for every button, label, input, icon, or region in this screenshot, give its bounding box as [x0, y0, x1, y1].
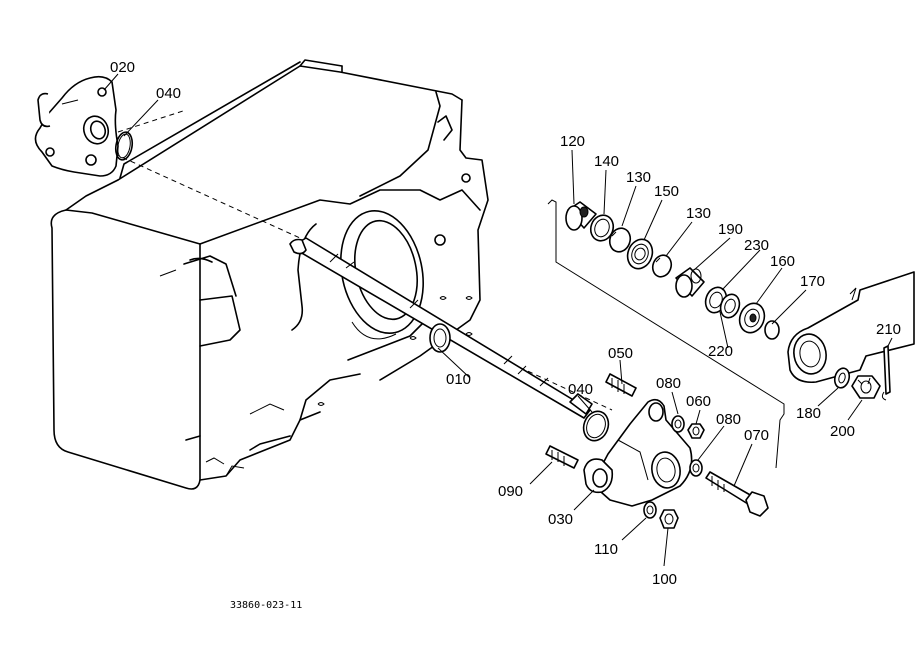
callout-100: 100	[652, 571, 677, 588]
transmission-case	[50, 59, 489, 490]
nut-100	[659, 509, 679, 529]
callout-090: 090	[498, 483, 523, 500]
right-housing	[787, 271, 915, 384]
bearing-120	[565, 201, 597, 231]
washer-110	[643, 501, 657, 519]
callout-220: 220	[708, 343, 733, 360]
callout-080-a: 080	[656, 375, 681, 392]
shaft-010	[289, 237, 593, 419]
callout-130-a: 130	[626, 169, 651, 186]
nut-060	[687, 423, 705, 439]
callout-030: 030	[548, 511, 573, 528]
cover-020	[34, 75, 119, 177]
bracket-outline	[547, 199, 785, 469]
alignment-lines	[105, 109, 613, 411]
callout-200: 200	[830, 423, 855, 440]
washer-080-lower	[689, 459, 703, 477]
callout-020: 020	[110, 59, 135, 76]
callout-040-lower: 040	[568, 381, 593, 398]
callout-160: 160	[770, 253, 795, 270]
callout-230: 230	[744, 237, 769, 254]
callout-150: 150	[654, 183, 679, 200]
callout-080-b: 080	[716, 411, 741, 428]
leader-lines	[103, 73, 893, 567]
callout-210: 210	[876, 321, 901, 338]
stud-bolt-090	[545, 445, 579, 469]
o-ring-170	[764, 320, 780, 340]
cotter-pin-210	[881, 345, 891, 401]
callout-140: 140	[594, 153, 619, 170]
bolt-070	[705, 471, 769, 517]
callout-190: 190	[718, 221, 743, 238]
stud-bolt-050	[605, 373, 637, 397]
ring-140	[589, 214, 615, 242]
lever-bracket-030	[583, 398, 693, 507]
oil-seal-160	[738, 302, 766, 334]
callout-130-b: 130	[686, 205, 711, 222]
callout-170: 170	[800, 273, 825, 290]
washer-180	[833, 367, 851, 389]
callout-110: 110	[594, 541, 618, 558]
snap-ring-130-b	[651, 254, 673, 278]
callout-060: 060	[686, 393, 711, 410]
callout-010: 010	[446, 371, 471, 388]
sleeve-190	[675, 267, 705, 298]
callout-050: 050	[608, 345, 633, 362]
callout-labels: 020 040 120 140 130 150 130 190 230 160 …	[110, 59, 901, 588]
snap-ring-130-a	[608, 227, 632, 253]
o-ring-040-lower	[582, 410, 610, 442]
ring-230	[719, 293, 741, 319]
drawing-code: 33860-023-11	[230, 600, 302, 611]
callout-120: 120	[560, 133, 585, 150]
callout-070: 070	[744, 427, 769, 444]
bearing-150	[626, 238, 654, 270]
castle-nut-200	[851, 375, 881, 399]
callout-040-top: 040	[156, 85, 181, 102]
callout-180: 180	[796, 405, 821, 422]
washer-080-upper	[671, 415, 685, 433]
